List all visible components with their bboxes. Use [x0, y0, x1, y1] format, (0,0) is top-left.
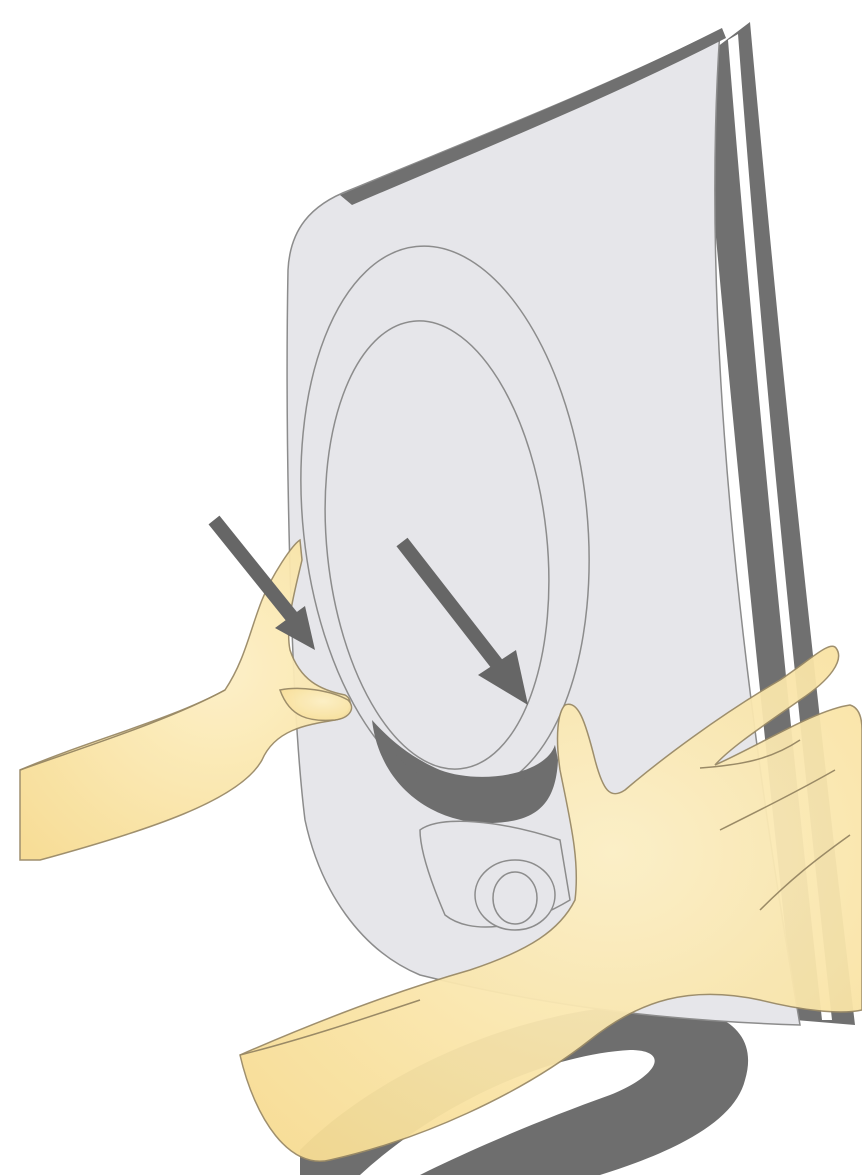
stand-neck-joint	[475, 860, 555, 930]
